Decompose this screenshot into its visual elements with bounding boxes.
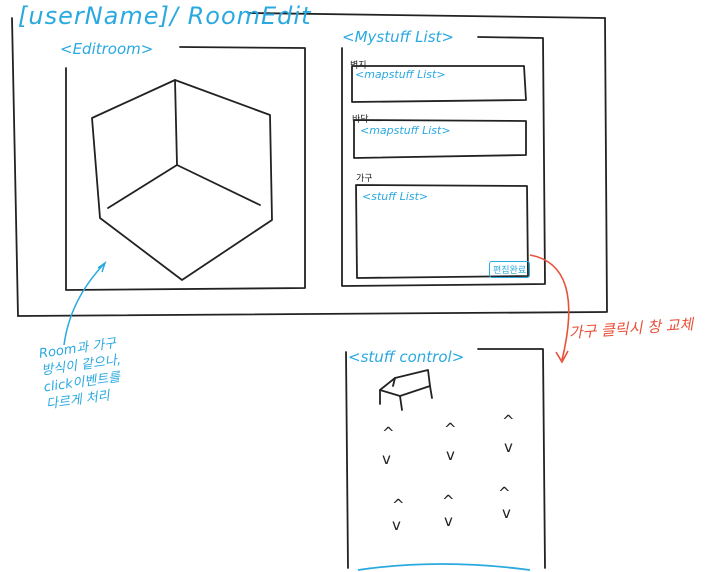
floor-list[interactable]: <mapstuff List> — [354, 120, 526, 158]
wallpaper-list[interactable]: <mapstuff List> — [352, 66, 526, 102]
control-6-up-icon[interactable]: ^ — [498, 484, 511, 502]
page-title: [userName]/ RoomEdit — [18, 2, 312, 30]
control-3-up-icon[interactable]: ^ — [502, 412, 515, 430]
floor-list-label: <mapstuff List> — [360, 124, 451, 137]
furniture-list[interactable]: <stuff List> — [356, 186, 528, 278]
control-5-down-icon[interactable]: v — [444, 512, 453, 530]
furniture-heading: 가구 — [356, 174, 373, 184]
control-6-down-icon[interactable]: v — [502, 504, 511, 522]
room-editor-canvas[interactable] — [66, 68, 305, 290]
control-4-up-icon[interactable]: ^ — [392, 496, 405, 514]
control-3-down-icon[interactable]: v — [504, 438, 513, 456]
edit-complete-button[interactable]: 편집완료 — [489, 261, 531, 278]
my-stuff-list-label: <Mystuff List> — [342, 28, 454, 46]
stuff-control-label: <stuff control> — [348, 348, 465, 366]
edit-room-label: <Editroom> — [60, 40, 154, 58]
control-1-down-icon[interactable]: v — [382, 450, 391, 468]
control-1-up-icon[interactable]: ^ — [382, 424, 395, 442]
control-2-down-icon[interactable]: v — [446, 446, 455, 464]
wallpaper-heading: 벽지 — [350, 61, 367, 71]
control-5-up-icon[interactable]: ^ — [442, 492, 455, 510]
wallpaper-list-label: <mapstuff List> — [355, 68, 446, 81]
control-4-down-icon[interactable]: v — [392, 516, 401, 534]
control-2-up-icon[interactable]: ^ — [444, 420, 457, 438]
chair-preview-icon — [372, 366, 436, 412]
room-annotation: Room과 가구 방식이 같으나, click이벤트를 다르게 처리 — [38, 335, 127, 413]
furniture-list-label: <stuff List> — [362, 190, 429, 203]
floor-heading: 바닥 — [352, 115, 369, 125]
